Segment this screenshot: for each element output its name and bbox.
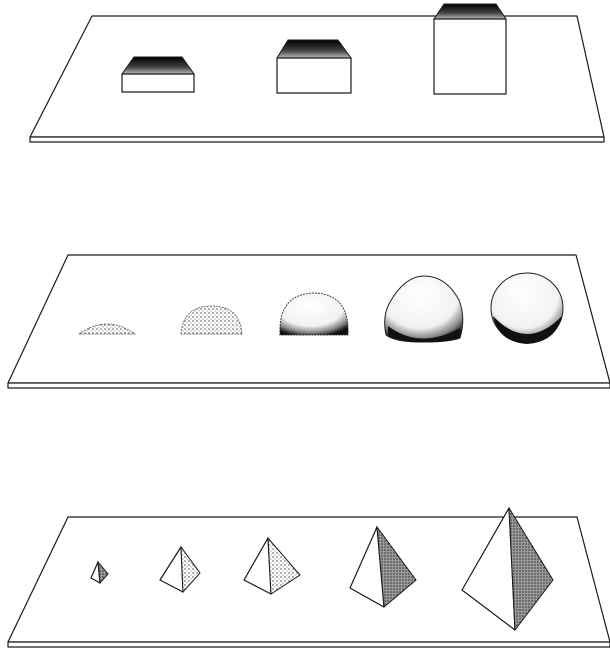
box-medium	[277, 40, 351, 93]
row-boxes	[30, 4, 604, 142]
box-small	[122, 57, 194, 92]
dome-5	[491, 273, 563, 344]
row-domes	[8, 255, 610, 388]
box-large	[434, 4, 506, 94]
row-pyramids	[8, 508, 610, 647]
